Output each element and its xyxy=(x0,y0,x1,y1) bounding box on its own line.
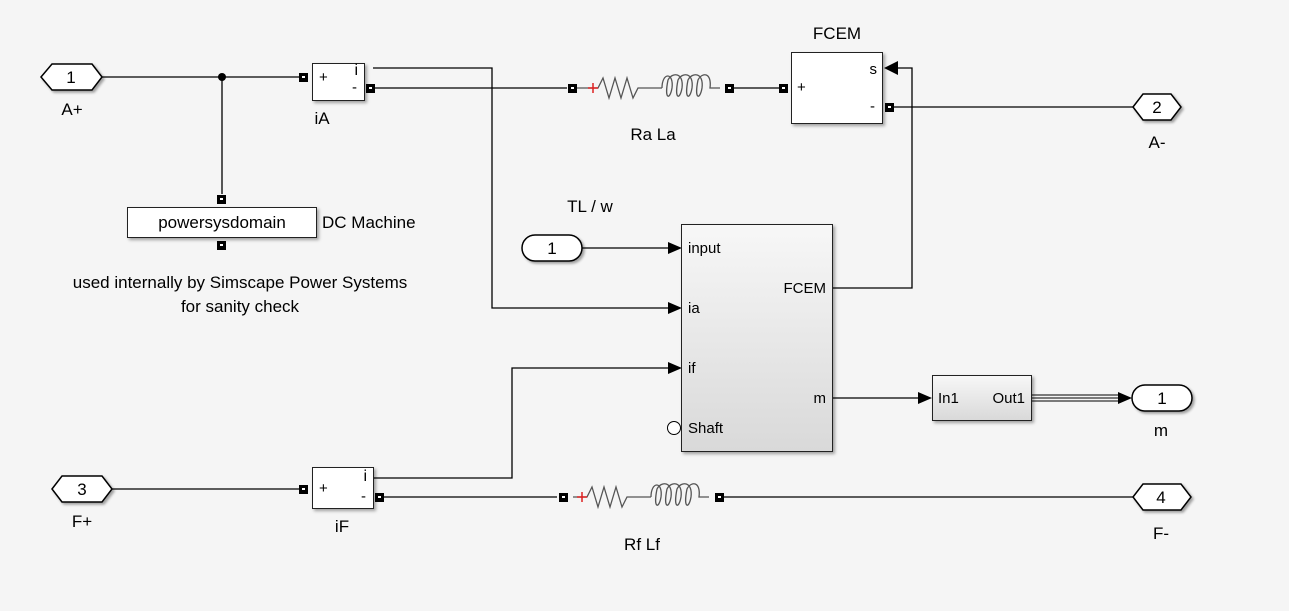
port-a-plus-number: 1 xyxy=(66,68,76,87)
rflf-right-port[interactable] xyxy=(715,493,724,502)
annotation-text: used internally by Simscape Power System… xyxy=(73,271,407,319)
powersysdomain-top-port[interactable] xyxy=(217,195,226,204)
powersysdomain-block[interactable]: powersysdomain xyxy=(127,207,317,238)
rala-left-port[interactable] xyxy=(568,84,577,93)
mechanics-subsystem-block[interactable]: input ia if Shaft FCEM m xyxy=(681,224,833,452)
ia-block-name: iA xyxy=(314,109,330,128)
rala-plus-marker xyxy=(588,83,598,93)
ia-minus-port[interactable] xyxy=(366,84,375,93)
arrow-outport-m xyxy=(1118,392,1132,404)
if-block-name: iF xyxy=(334,517,350,536)
arrow-fcem-s xyxy=(884,61,898,75)
wire-mech-fcem-to-fcem-s[interactable] xyxy=(833,67,913,289)
wire-if-out-to-mech-if[interactable] xyxy=(373,367,668,479)
ia-plus-port[interactable] xyxy=(299,73,308,82)
rala-block-name: Ra La xyxy=(630,125,676,144)
rflf-block-name: Rf Lf xyxy=(624,535,660,554)
wire-ia-out-to-mech-ia[interactable] xyxy=(373,67,668,309)
bus-out-label: Out1 xyxy=(992,390,1025,407)
powersysdomain-block-name: DC Machine xyxy=(322,213,416,232)
inport-tl-label: TL / w xyxy=(567,197,613,216)
powersysdomain-bottom-port[interactable] xyxy=(217,241,226,250)
fcem-minus-label: - xyxy=(870,98,875,115)
fcem-signal-label: s xyxy=(869,61,878,78)
if-minus-label: - xyxy=(361,488,366,505)
rflf-element[interactable] xyxy=(573,483,709,510)
if-current-sensor-block[interactable]: + i - xyxy=(312,467,374,509)
port-a-plus-shape[interactable] xyxy=(40,63,103,91)
if-plus-label: + xyxy=(319,480,328,497)
inport-tl-number: 1 xyxy=(547,239,557,258)
rala-element[interactable] xyxy=(576,74,720,101)
fcem-plus-port[interactable] xyxy=(779,84,788,93)
if-plus-port[interactable] xyxy=(299,485,308,494)
port-a-minus-label: A- xyxy=(1148,133,1166,152)
arrow-mech-input xyxy=(668,242,682,254)
port-f-minus-shape[interactable] xyxy=(1132,483,1192,511)
arrow-bus-in xyxy=(918,392,932,404)
annotation-line-2: for sanity check xyxy=(180,297,300,316)
inport-tl-shape[interactable] xyxy=(521,234,583,262)
mech-input-label: input xyxy=(688,240,721,257)
rflf-left-port[interactable] xyxy=(559,493,568,502)
powersysdomain-text: powersysdomain xyxy=(158,212,286,232)
outport-m-number: 1 xyxy=(1157,389,1167,408)
port-f-minus-label: F- xyxy=(1152,524,1170,543)
fcem-minus-port[interactable] xyxy=(885,103,894,112)
mech-ia-label: ia xyxy=(688,300,700,317)
port-f-plus-label: F+ xyxy=(71,512,93,531)
port-a-minus-shape[interactable] xyxy=(1132,93,1182,121)
if-out-label: i xyxy=(363,468,367,485)
fcem-block-name: FCEM xyxy=(812,24,862,43)
arrow-mech-ia xyxy=(668,302,682,314)
ia-current-sensor-block[interactable]: + i - xyxy=(312,63,365,101)
ia-out-label: i xyxy=(354,62,358,79)
annotation-line-1: used internally by Simscape Power System… xyxy=(72,273,408,292)
fcem-plus-label: + xyxy=(797,79,806,96)
shaft-port-icon[interactable] xyxy=(667,421,681,435)
outport-m-label: m xyxy=(1153,421,1169,440)
ia-minus-label: - xyxy=(352,79,357,96)
ia-plus-label: + xyxy=(319,69,328,86)
rflf-plus-marker xyxy=(577,492,587,502)
mech-if-label: if xyxy=(688,360,696,377)
port-f-plus-shape[interactable] xyxy=(51,475,113,503)
bus-subsystem-block[interactable]: In1 Out1 xyxy=(932,375,1032,421)
fcem-voltage-source-block[interactable]: + s - xyxy=(791,52,883,124)
bus-in-label: In1 xyxy=(938,390,959,407)
port-f-plus-number: 3 xyxy=(77,480,87,499)
junction-dot xyxy=(218,73,226,81)
port-f-minus-number: 4 xyxy=(1156,488,1166,507)
if-minus-port[interactable] xyxy=(375,493,384,502)
mech-fcem-label: FCEM xyxy=(783,280,827,297)
outport-m-shape[interactable] xyxy=(1131,384,1193,412)
port-a-plus-label: A+ xyxy=(61,100,83,119)
rala-right-port[interactable] xyxy=(725,84,734,93)
wire-bus-to-outport-m[interactable] xyxy=(1032,394,1118,402)
arrow-mech-if xyxy=(668,362,682,374)
mech-m-label: m xyxy=(813,390,827,407)
port-a-minus-number: 2 xyxy=(1152,98,1162,117)
mech-shaft-label: Shaft xyxy=(688,420,724,437)
